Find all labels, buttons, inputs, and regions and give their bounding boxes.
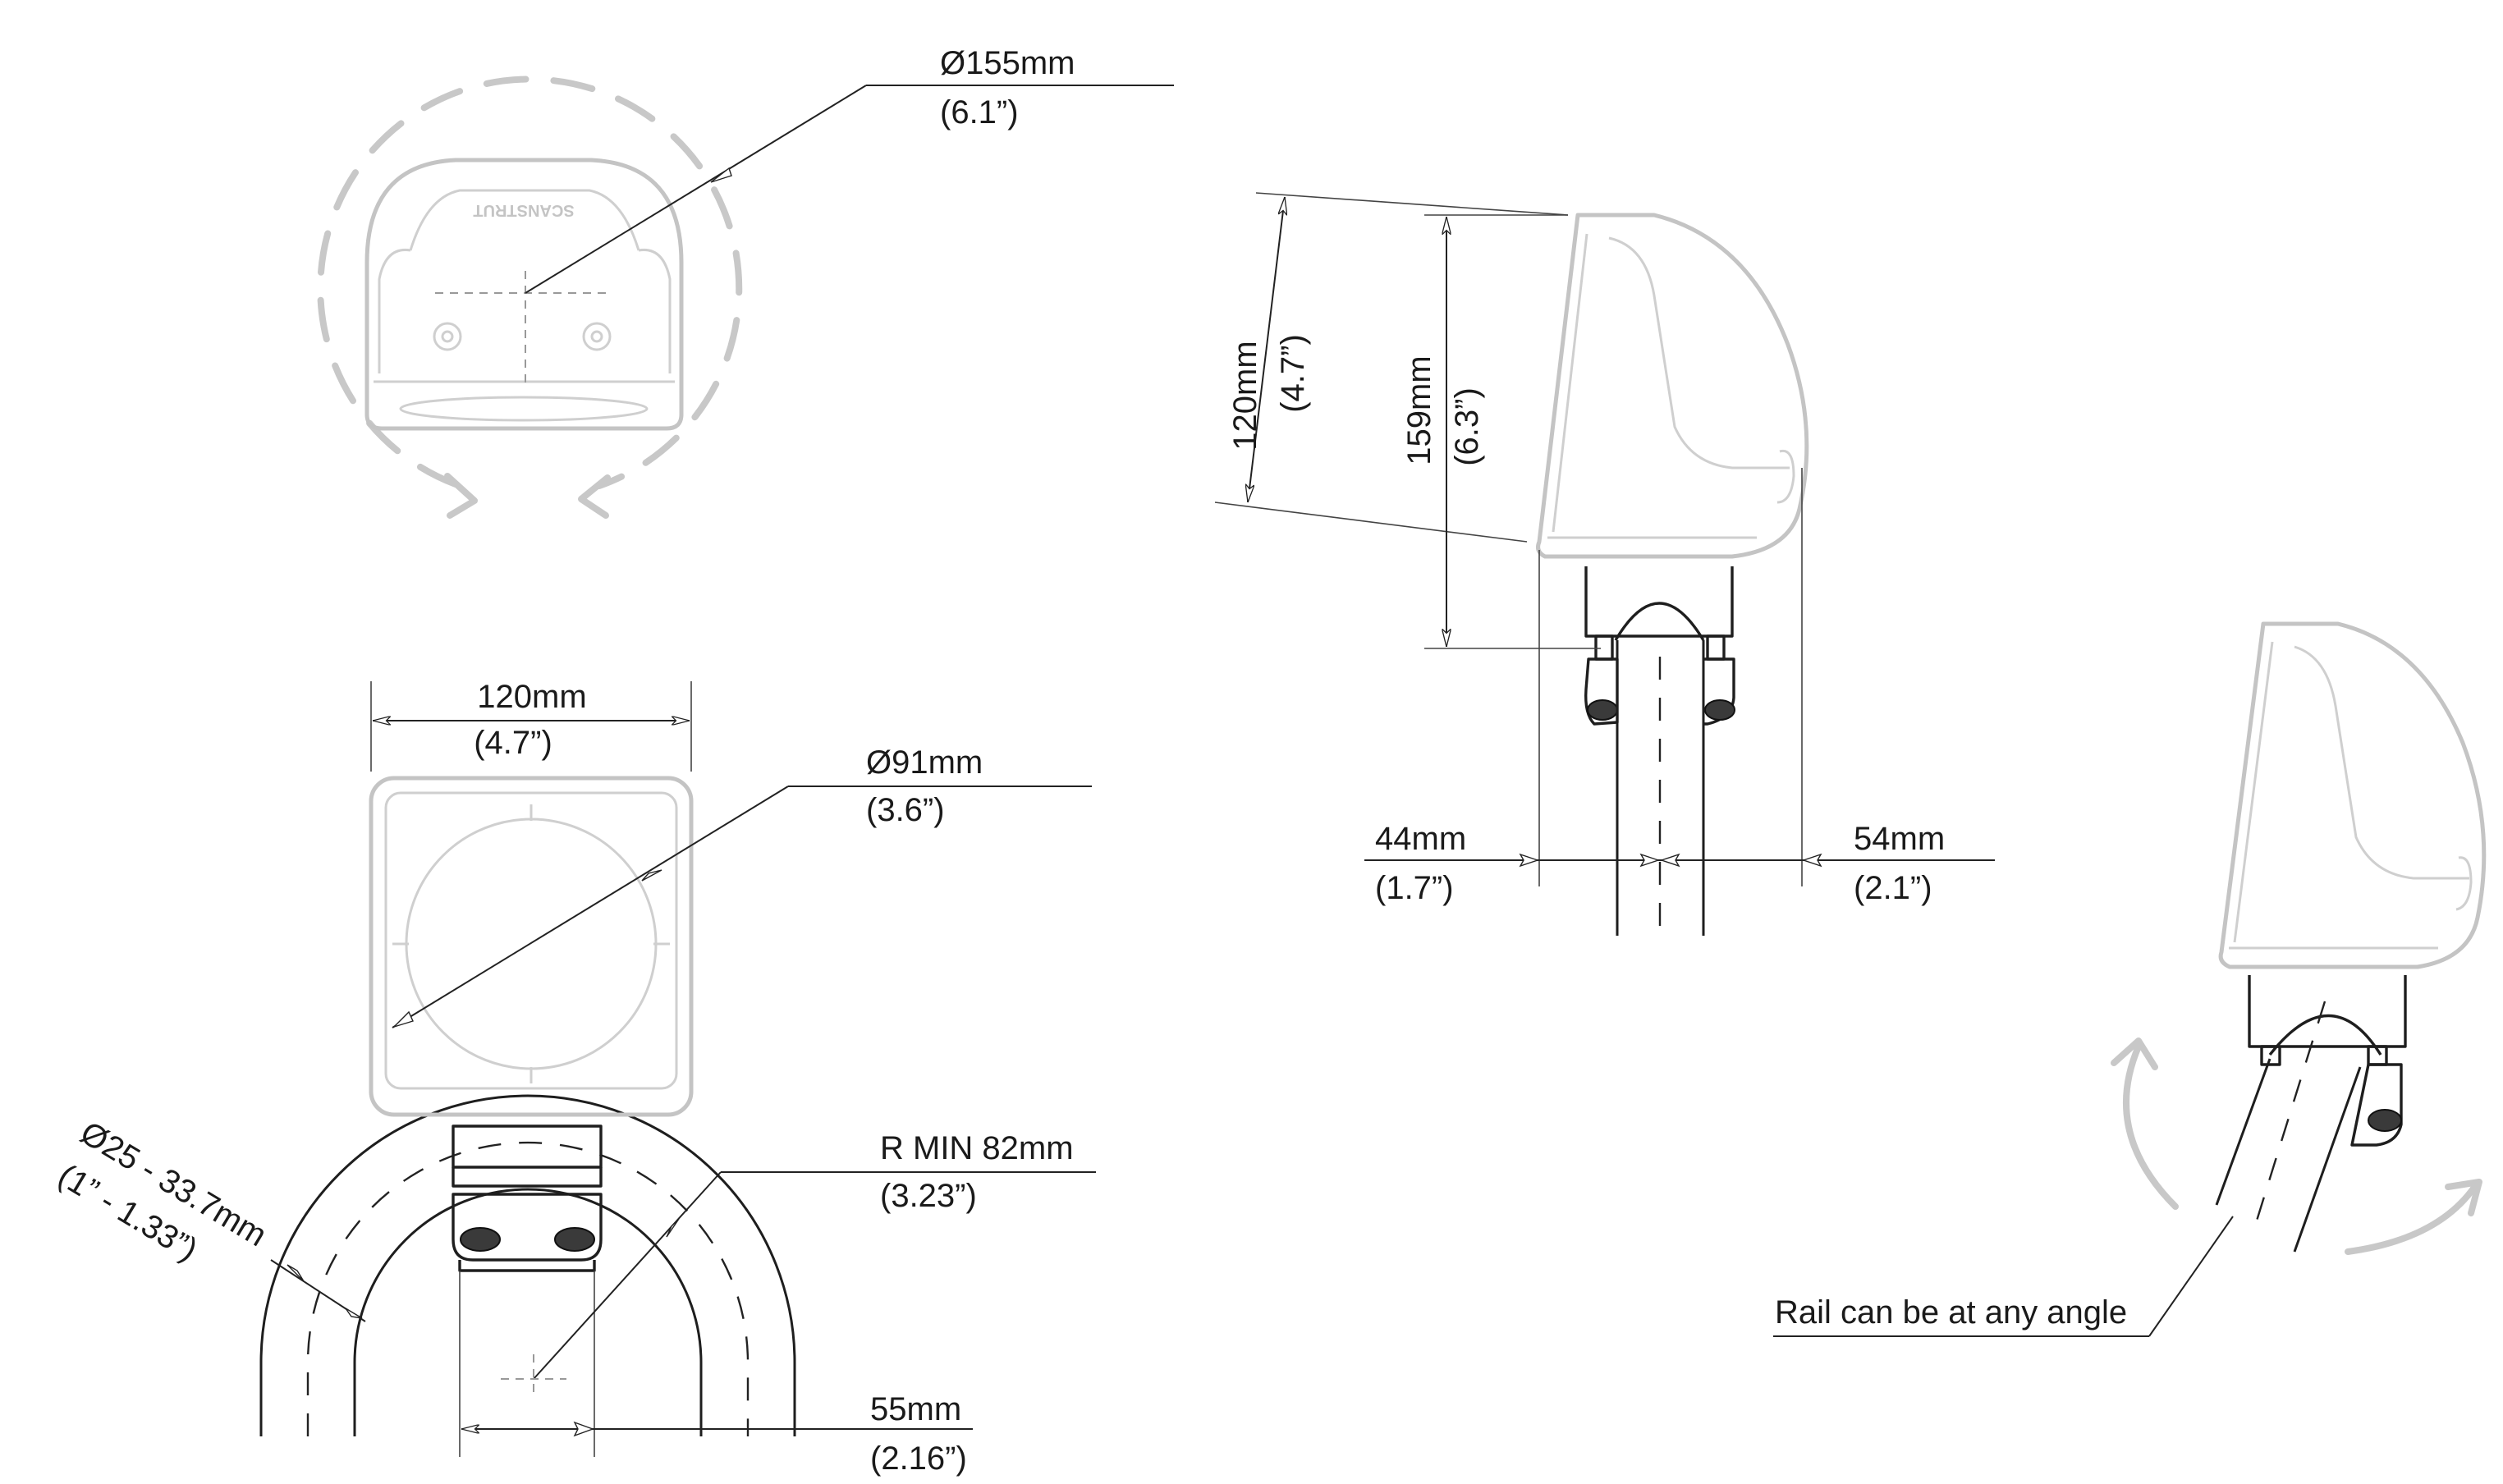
side-height-label-inches: (6.3”) bbox=[1449, 387, 1485, 466]
angled-screw-icon bbox=[2368, 1109, 2402, 1132]
left-screw-icon bbox=[433, 322, 462, 351]
rear-offset-label: 44mm bbox=[1375, 821, 1466, 857]
brand-mark-text: SCANSTRUT bbox=[473, 201, 574, 219]
front-circle-label-inches: (3.6”) bbox=[866, 792, 945, 828]
tilt-right-arrow-icon bbox=[2345, 1183, 2478, 1255]
rotation-circle bbox=[317, 76, 743, 489]
top-view-housing bbox=[364, 158, 684, 431]
front-width-label-inches: (4.7”) bbox=[474, 725, 552, 761]
angled-housing bbox=[2218, 621, 2487, 969]
front-housing bbox=[369, 776, 694, 1117]
top-view-lens bbox=[399, 396, 649, 422]
any-angle-note: Rail can be at any angle bbox=[1775, 1294, 2127, 1331]
left-clamp-screw-icon bbox=[460, 1227, 501, 1252]
radius-label: R MIN 82mm bbox=[880, 1130, 1074, 1166]
side-depth-label-inches: (4.7”) bbox=[1275, 334, 1311, 413]
rail-centre-arc bbox=[306, 1141, 750, 1436]
angled-rail-left bbox=[2215, 1058, 2271, 1206]
base-width-label: 55mm bbox=[870, 1391, 961, 1427]
angled-view: Rail can be at any angle bbox=[1773, 621, 2487, 1337]
side-connector bbox=[1776, 449, 1795, 504]
rotate-left-arrow-icon bbox=[578, 474, 611, 519]
top-view: SCANSTRUT Ø155mm (6.1”) bbox=[317, 45, 1174, 519]
front-offset-label: 54mm bbox=[1854, 821, 1945, 857]
base-width-label-inches: (2.16”) bbox=[870, 1440, 967, 1477]
right-screw-icon bbox=[582, 322, 612, 351]
side-depth-label: 120mm bbox=[1227, 341, 1263, 450]
front-view: 120mm (4.7”) Ø91mm (3.6”) R MIN 82mm (3.… bbox=[52, 679, 1096, 1477]
rail-inner-arc bbox=[353, 1188, 703, 1436]
clamp-jaw bbox=[452, 1193, 603, 1262]
side-left-screw-icon bbox=[1587, 699, 1618, 721]
rail-outer-arc bbox=[259, 1094, 796, 1436]
right-clamp-screw-icon bbox=[554, 1227, 595, 1252]
angled-rail-right bbox=[2293, 1066, 2362, 1253]
side-height-label: 159mm bbox=[1401, 355, 1437, 465]
rotate-right-arrow-icon bbox=[444, 473, 478, 519]
side-view: 120mm (4.7”) 159mm (6.3”) 44mm (1.7”) 54… bbox=[1214, 192, 1995, 936]
side-clamp-body bbox=[1584, 566, 1734, 638]
radius-label-inches: (3.23”) bbox=[880, 1178, 977, 1214]
side-right-screw-icon bbox=[1704, 699, 1735, 721]
top-view-diameter-label: Ø155mm bbox=[940, 45, 1075, 81]
side-housing bbox=[1536, 213, 1809, 559]
front-offset-label-inches: (2.1”) bbox=[1854, 870, 1932, 906]
angled-clamp-body bbox=[2248, 975, 2407, 1048]
front-circle-label: Ø91mm bbox=[866, 744, 983, 781]
top-view-diameter-label-inches: (6.1”) bbox=[940, 94, 1019, 131]
front-width-label: 120mm bbox=[477, 679, 586, 715]
tilt-up-arrow-icon bbox=[2123, 1043, 2179, 1210]
rear-offset-label-inches: (1.7”) bbox=[1375, 870, 1454, 906]
clamp-body bbox=[452, 1124, 603, 1169]
